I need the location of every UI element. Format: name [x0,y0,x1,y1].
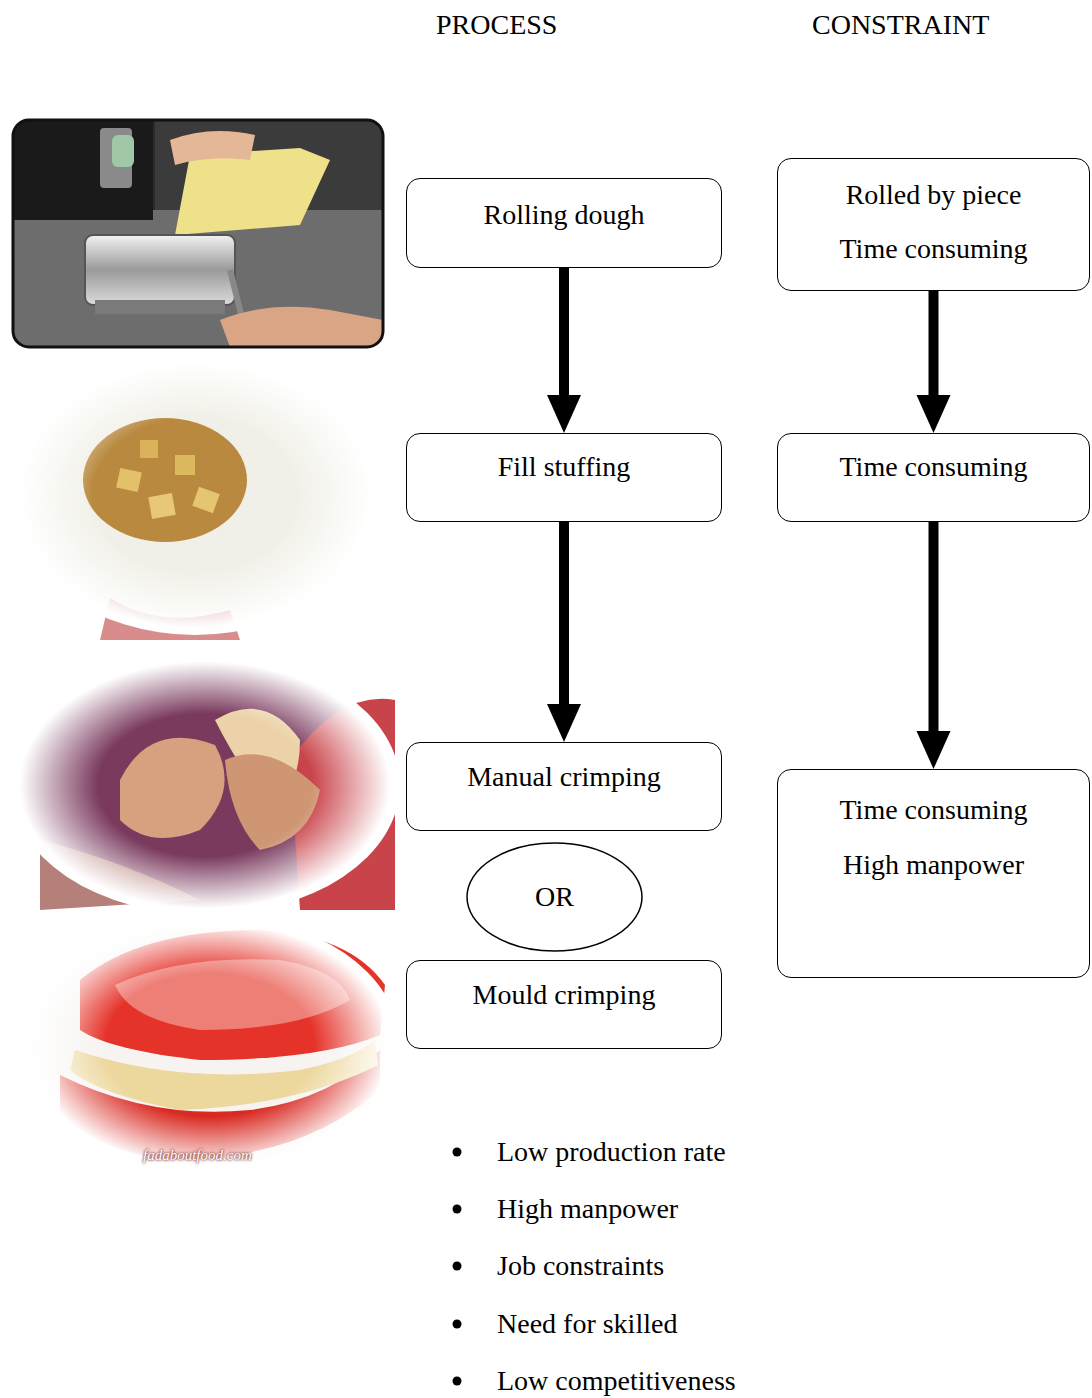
process-box: Manual crimping [406,742,722,831]
node-text: Rolled by piece [846,177,1022,213]
background [13,120,153,220]
arrow-shaft [929,522,939,733]
node-text: Time consuming [840,449,1028,485]
flow-arrow [547,268,581,433]
arrow-head [547,704,581,742]
flow-arrow [547,522,581,742]
arrow-shaft [929,291,939,397]
node-text: High manpower [843,847,1024,883]
bullet-item: Need for skilled [497,1307,677,1341]
node-text: Fill stuffing [498,449,631,485]
process-box: Fill stuffing [406,433,722,522]
arrow-head [917,395,951,433]
vignette [20,915,400,1175]
pasta-machine [85,235,235,305]
hand [220,307,383,347]
node-text: OR [535,879,574,915]
bullet-dot [453,1205,462,1214]
node-text: Manual crimping [467,759,661,795]
constraint-box: Time consumingHigh manpower [777,769,1090,978]
arrow-head [917,731,951,769]
hand [170,131,255,165]
ellipse-shape [467,843,642,951]
or-ellipse: OR [466,842,643,952]
flow-arrow [917,291,951,433]
bullet-dot [453,1148,462,1157]
bullet-item: Low competitiveness [497,1364,736,1398]
column-heading: PROCESS [436,8,557,42]
node-text: Time consuming [840,792,1028,828]
column-heading: CONSTRAINT [812,8,989,42]
vignette [10,355,380,635]
arrow-shaft [559,268,569,397]
bullet-item: High manpower [497,1192,678,1226]
stuffing-photo [10,355,380,640]
machine-base [95,300,225,314]
bullet-item: Low production rate [497,1135,726,1169]
node-text: Rolling dough [483,197,644,233]
node-text: Mould crimping [473,977,656,1013]
bullet-item: Job constraints [497,1249,664,1283]
constraint-box: Time consuming [777,433,1090,522]
bottle [112,135,134,167]
process-box: Rolling dough [406,178,722,268]
rolling-photo [13,120,383,347]
vignette [10,655,400,915]
dough-sheet [175,148,330,235]
flow-arrow [917,522,951,769]
bullet-dot [453,1377,462,1386]
bullet-dot [453,1262,462,1271]
process-box: Mould crimping [406,960,722,1049]
constraint-box: Rolled by pieceTime consuming [777,158,1090,291]
arrow-shaft [559,522,569,706]
bullet-dot [453,1320,462,1329]
watermark: fadaboutfood.com [143,1146,252,1164]
node-text: Time consuming [840,231,1028,267]
photo-frame [13,120,383,347]
crimping-photo [10,655,400,915]
mould-photo [20,915,400,1175]
arrow-head [547,395,581,433]
